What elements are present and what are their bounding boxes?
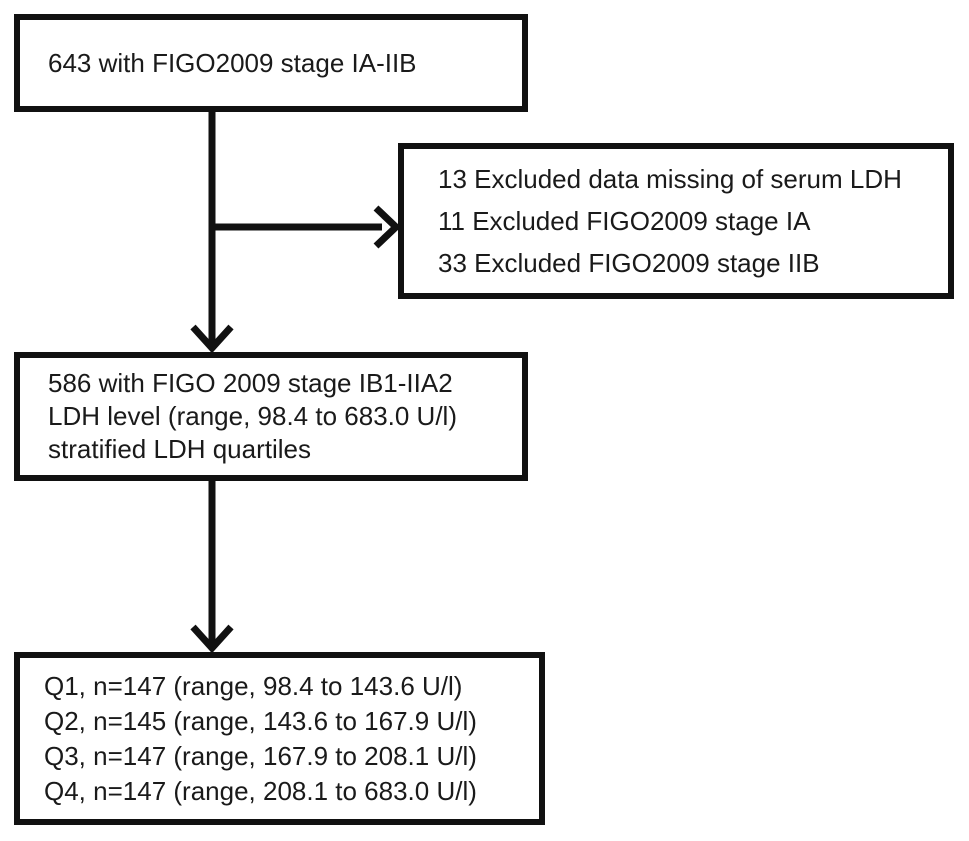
box-text-line: 33 Excluded FIGO2009 stage IIB bbox=[438, 248, 820, 278]
box-eligible-cohort: 586 with FIGO 2009 stage IB1-IIA2 LDH le… bbox=[14, 352, 528, 481]
box-text-line: LDH level (range, 98.4 to 683.0 U/l) bbox=[48, 401, 457, 431]
arrow-head-right-excluded bbox=[373, 205, 402, 249]
box-text-line: 643 with FIGO2009 stage IA-IIB bbox=[48, 47, 417, 78]
box-initial-cohort: 643 with FIGO2009 stage IA-IIB bbox=[14, 14, 528, 112]
box-text-line: Q3, n=147 (range, 167.9 to 208.1 U/l) bbox=[44, 740, 477, 771]
arrow-head-down-quartiles bbox=[190, 624, 234, 654]
box-excluded-patients: 13 Excluded data missing of serum LDH 11… bbox=[398, 143, 954, 299]
box-text-line: Q2, n=145 (range, 143.6 to 167.9 U/l) bbox=[44, 705, 477, 736]
box-text-line: Q1, n=147 (range, 98.4 to 143.6 U/l) bbox=[44, 670, 463, 701]
box-text-line: stratified LDH quartiles bbox=[48, 434, 311, 464]
arrow-head-down-eligible bbox=[190, 324, 234, 354]
box-text-line: 11 Excluded FIGO2009 stage IA bbox=[438, 206, 811, 236]
box-ldh-quartiles: Q1, n=147 (range, 98.4 to 143.6 U/l) Q2,… bbox=[14, 652, 545, 825]
box-text-line: Q4, n=147 (range, 208.1 to 683.0 U/l) bbox=[44, 775, 477, 806]
box-text-line: 586 with FIGO 2009 stage IB1-IIA2 bbox=[48, 368, 453, 398]
box-text-line: 13 Excluded data missing of serum LDH bbox=[438, 164, 902, 194]
